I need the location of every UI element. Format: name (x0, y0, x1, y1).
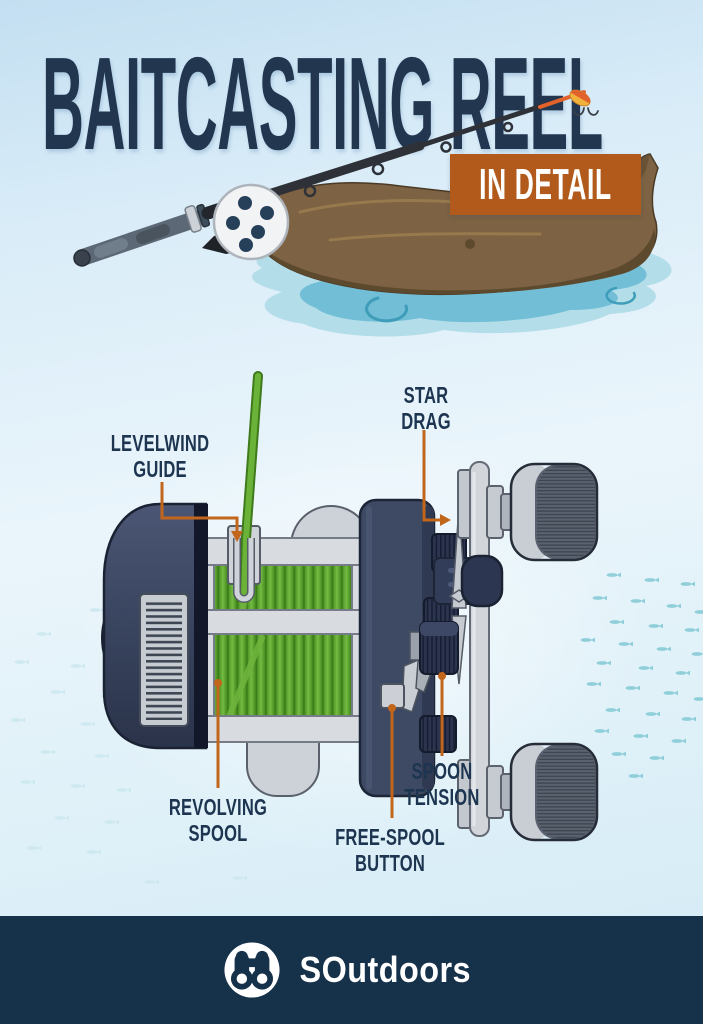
handle-grip-bottom (486, 742, 599, 842)
reel-left-cap (101, 502, 208, 750)
leader-lines (160, 430, 444, 818)
footer: SOutdoors (0, 916, 703, 1024)
label-levelwind-line1: LEVELWIND (110, 430, 210, 456)
leader-tips (214, 514, 451, 712)
label-free-spool-line1: FREE-SPOOL (335, 824, 445, 850)
handle-arm (457, 461, 490, 837)
label-revolving-spool-line1: REVOLVING (168, 794, 268, 820)
leader-star-drag (422, 430, 441, 522)
label-star-drag: STAR DRAG (401, 382, 451, 434)
reel-diagram (10, 371, 703, 885)
handle-grip-top (486, 462, 599, 562)
leader-levelwind (160, 482, 239, 532)
label-free-spool-line2: BUTTON (355, 850, 425, 876)
in-detail-badge: IN DETAIL (450, 154, 641, 215)
treble-hook (573, 107, 599, 116)
round-reel (202, 183, 290, 261)
brand-name: SOutdoors (299, 949, 471, 990)
water-swirl (365, 296, 409, 323)
in-detail-badge-text: IN DETAIL (479, 159, 612, 209)
rod-illustration (73, 89, 672, 337)
label-levelwind-line2: GUIDE (133, 456, 187, 482)
page-title: BAITCASTING REEL (42, 30, 603, 177)
binoculars-icon (224, 942, 280, 998)
label-spoon-tension: SPOON TENSION (404, 758, 479, 810)
levelwind-guide (227, 371, 263, 603)
label-star-drag-line2: DRAG (401, 408, 451, 434)
label-revolving-spool: REVOLVING SPOOL (169, 794, 267, 846)
rod-line-guides (303, 121, 514, 198)
label-spoon-tension-line2: TENSION (404, 784, 480, 810)
label-revolving-spool-line2: SPOOL (188, 820, 248, 846)
side-knob-bottom (419, 715, 457, 753)
rod-butt-cap (73, 249, 91, 267)
label-star-drag-line1: STAR (403, 382, 449, 408)
fish-school-right (580, 572, 703, 779)
water-swirl-small (605, 286, 636, 305)
label-free-spool-button: FREE-SPOOL BUTTON (335, 824, 445, 876)
axle-cap (460, 554, 504, 608)
spoon-tension-knob (409, 621, 459, 675)
reel-holes (226, 196, 274, 252)
label-spoon-tension-line1: SPOON (411, 758, 473, 784)
label-levelwind-guide: LEVELWIND GUIDE (111, 430, 210, 482)
lure (569, 89, 599, 116)
